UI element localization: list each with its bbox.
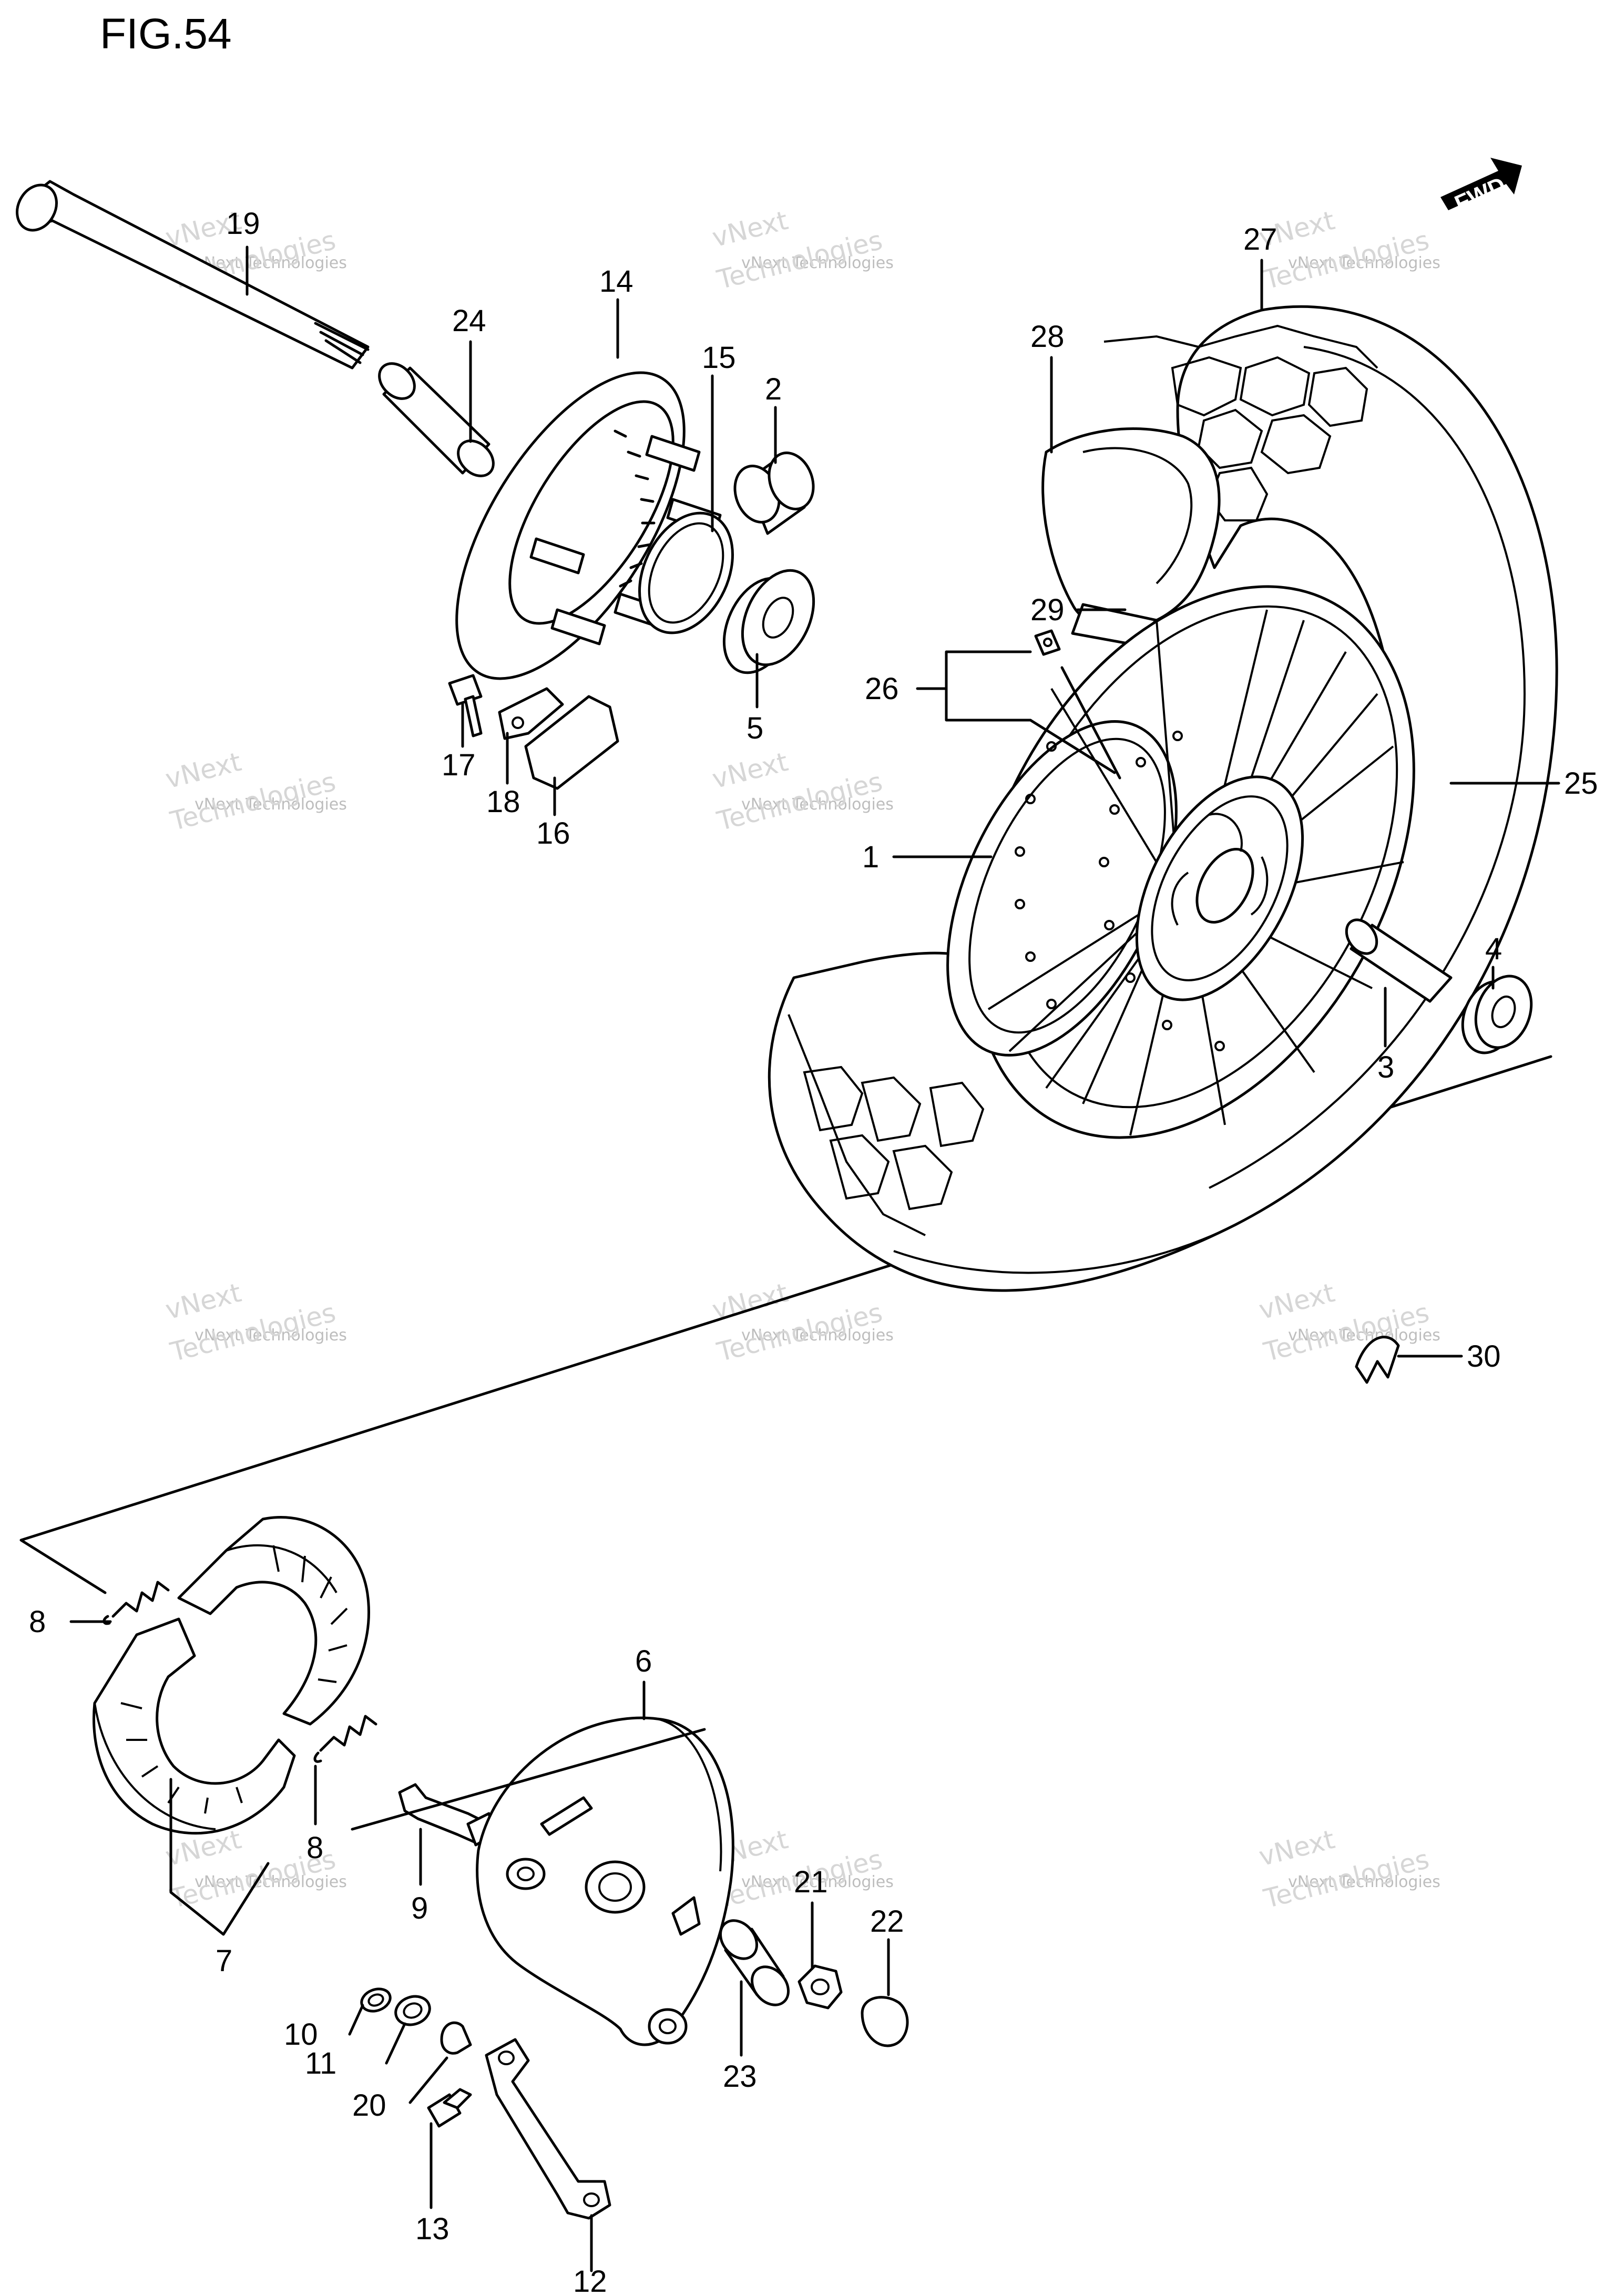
lock-plate-part <box>498 687 564 740</box>
panel-spacer-part <box>719 1919 790 2006</box>
callout-3: 3 <box>1377 1050 1394 1084</box>
spring-upper-part <box>103 1581 170 1625</box>
washer-part <box>360 1987 392 2013</box>
callout-14: 14 <box>599 264 633 299</box>
callout-27: 27 <box>1243 222 1277 257</box>
axle-part <box>16 180 370 370</box>
callout-8-upper: 8 <box>29 1605 46 1639</box>
callout-13: 13 <box>415 2212 449 2246</box>
axle-nut-part <box>798 1964 843 2010</box>
callout-11: 11 <box>305 2046 336 2080</box>
o-ring-part <box>638 511 734 634</box>
watermark-brand: vNext <box>162 1277 244 1326</box>
watermark-text: vNext Technologies <box>195 1873 347 1891</box>
watermark-brand: vNext <box>162 746 244 795</box>
indicator-plate-part <box>440 2021 472 2055</box>
callout-26: 26 <box>865 672 899 706</box>
callout-22: 22 <box>870 1904 904 1939</box>
watermark-text: vNext Technologies <box>195 1326 347 1345</box>
callout-16: 16 <box>536 816 570 850</box>
damper-part <box>524 695 619 790</box>
cam-lever-part <box>485 2038 611 2220</box>
watermark-brand: vNext <box>709 205 791 253</box>
spacer-part <box>378 362 495 477</box>
callout-10: 10 <box>284 2017 318 2052</box>
callout-5: 5 <box>747 711 763 745</box>
seal-part <box>394 1995 431 2026</box>
watermark-text: vNext Technologies <box>195 795 347 814</box>
rear-wheel-assembly <box>768 305 1558 1292</box>
collar-part <box>733 452 815 535</box>
cam-lever-bolt-part <box>427 2088 472 2128</box>
watermark-text: vNext Technologies <box>741 254 894 272</box>
watermark-brand: vNext <box>1256 1277 1338 1326</box>
callout-15: 15 <box>702 341 736 375</box>
bearing-part <box>722 569 815 674</box>
callout-19: 19 <box>226 207 260 241</box>
fwd-label: FWD <box>1451 172 1509 217</box>
axle-cap-part <box>861 1996 909 2047</box>
watermark-brand: vNext <box>709 746 791 795</box>
callout-29: 29 <box>1030 593 1065 627</box>
callout-18: 18 <box>486 785 520 819</box>
rim-holes <box>1015 731 1225 1051</box>
bolt-part <box>448 674 483 737</box>
callout-4: 4 <box>1485 932 1502 966</box>
callout-7: 7 <box>216 1944 232 1978</box>
callout-28: 28 <box>1030 320 1065 354</box>
callout-25: 25 <box>1564 766 1598 801</box>
brake-panel-part <box>476 1716 734 2046</box>
callout-9: 9 <box>411 1891 428 1925</box>
watermark-brand: vNext <box>1256 1824 1338 1872</box>
callout-labels: 19 24 14 15 2 5 17 18 16 27 28 29 26 25 … <box>29 207 1598 2296</box>
callout-30: 30 <box>1467 1339 1501 1374</box>
watermark-text: vNext Technologies <box>1288 254 1440 272</box>
callout-8-lower: 8 <box>306 1831 323 1865</box>
callout-2: 2 <box>765 372 782 406</box>
callout-24: 24 <box>452 304 486 338</box>
spring-lower-part <box>313 1715 377 1763</box>
brake-shoe-upper-part <box>177 1516 370 1726</box>
brake-shoe-lower-part <box>93 1617 296 1835</box>
fwd-arrow-icon: FWD <box>1440 158 1522 217</box>
callout-21: 21 <box>794 1865 828 1899</box>
callout-1: 1 <box>862 840 879 874</box>
watermark-text: vNext Technologies <box>741 1326 894 1345</box>
watermark-text: vNext Technologies <box>1288 1873 1440 1891</box>
figure-title: FIG.54 <box>100 10 232 58</box>
callout-20: 20 <box>352 2088 386 2123</box>
callout-6: 6 <box>635 1644 652 1678</box>
callout-17: 17 <box>442 748 476 782</box>
watermark-text: vNext Technologies <box>741 1873 894 1891</box>
balance-weight-part <box>1355 1336 1400 1384</box>
callout-23: 23 <box>723 2059 757 2094</box>
watermark-text: vNext Technologies <box>741 795 894 814</box>
watermark-text: vNext Technologies <box>1288 1326 1440 1345</box>
leader-lines <box>69 245 1560 2272</box>
callout-12: 12 <box>573 2264 607 2296</box>
